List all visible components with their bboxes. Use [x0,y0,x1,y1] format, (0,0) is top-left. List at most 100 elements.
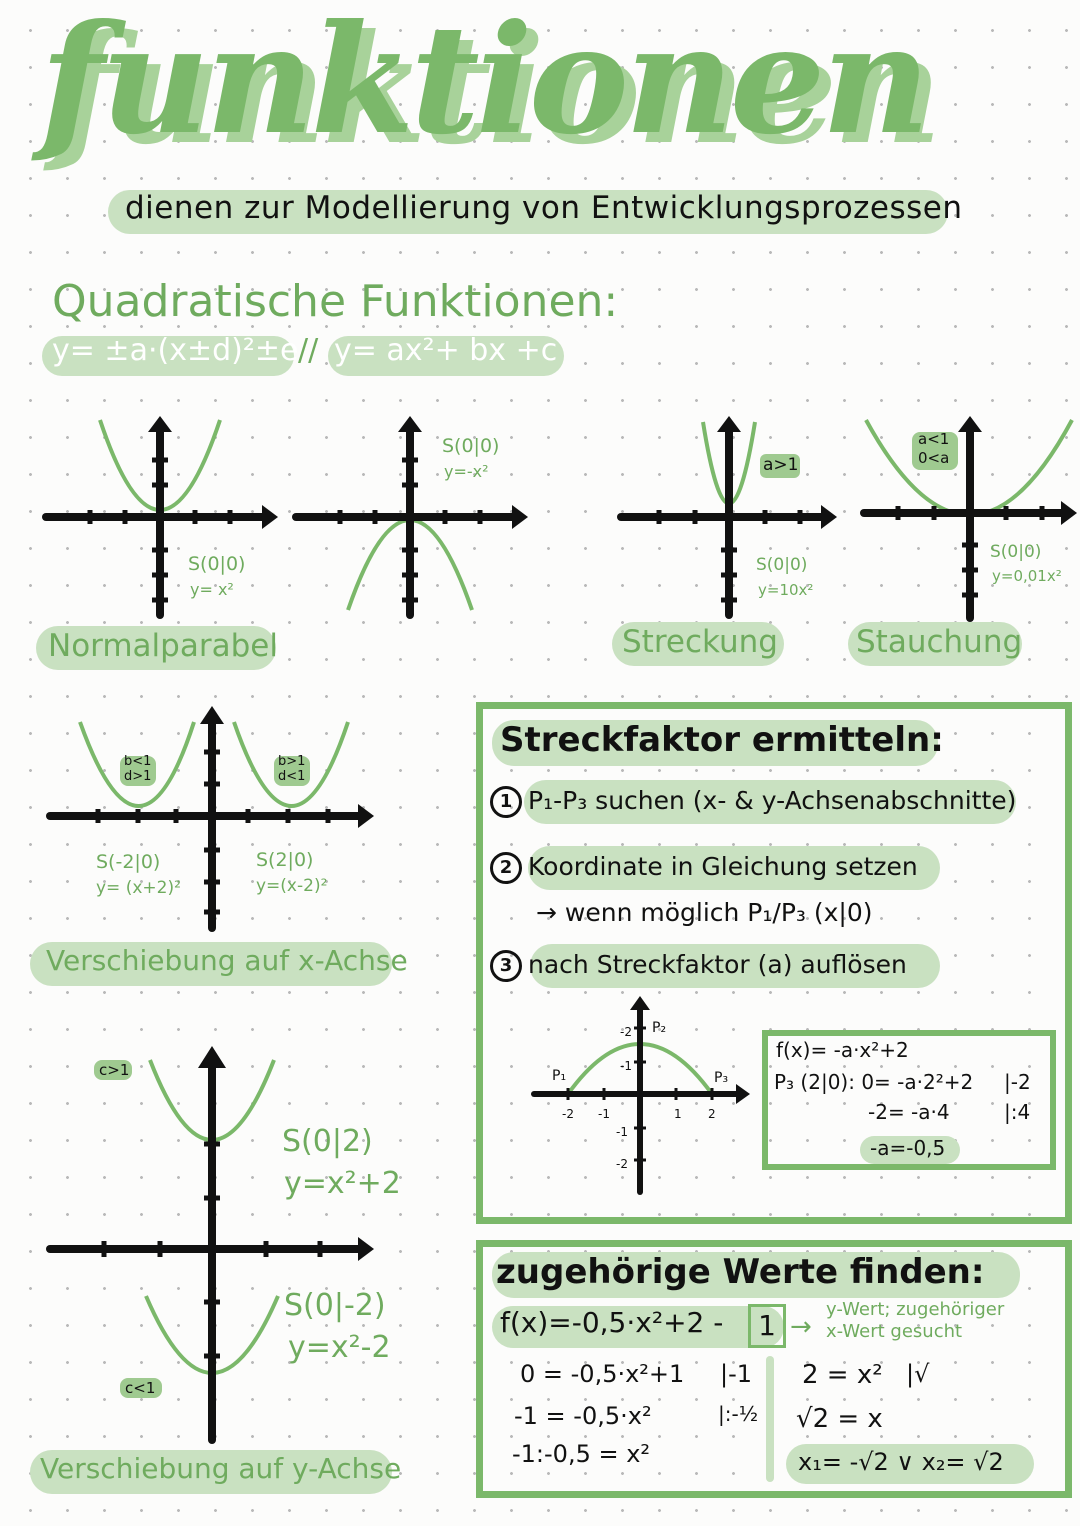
compress-equation: y=0,01x² [992,567,1062,585]
values-box [476,1240,1072,1498]
step-highlight [530,944,940,988]
shift-y-top-cond: c>1 [99,1061,130,1079]
graph-stretch [617,416,837,619]
step-2-number: 2 [490,852,522,884]
compress-vertex: S(0|0) [990,542,1042,562]
shift-x-left-cond-2: d>1 [124,769,152,784]
step-highlight [524,780,1016,824]
tick-x-minus-2: -2 [562,1107,574,1121]
label-highlight [36,626,276,670]
condition-highlight [120,1378,162,1398]
title-highlight [492,720,938,766]
values-line-2: -1 = -0,5·x² [514,1402,652,1430]
step-3-text: nach Streckfaktor (a) auflösen [528,950,907,979]
formula-highlight-vertex [42,336,294,376]
point-p3: P₃ [714,1070,729,1086]
tick-y-minus-2: -2 [616,1157,628,1171]
negative-equation: y=-x² [444,462,489,481]
boxed-y-value: 1 [748,1304,786,1348]
shift-x-right-vertex: S(2|0) [256,849,314,871]
result-highlight [860,1136,960,1164]
section-heading-quadratic: Quadratische Funktionen: [52,276,619,327]
arrow-icon: → [790,1312,812,1342]
label-highlight [848,622,1022,666]
label-shift-y: Verschiebung auf y-Achse [40,1452,402,1485]
calc-line-2: P₃ (2|0): 0= -a·2²+2 [774,1070,974,1094]
values-right-1-op: |√ [906,1360,930,1388]
graph-normal-parabola [42,416,278,619]
shift-x-left-equation: y= (x+2)² [96,878,181,898]
point-p1: P₁ [552,1068,567,1084]
graph-negative-parabola [292,416,528,619]
values-right-1: 2 = x² [802,1360,883,1390]
values-line-2-op: |:-½ [718,1402,759,1426]
formula-separator: // [298,333,319,368]
tick-y-2: -2 [620,1025,632,1039]
values-note-1: y-Wert; zugehöriger [826,1299,1005,1320]
values-line-3: -1:-0,5 = x² [512,1440,651,1468]
tick-y-1: -1 [620,1059,632,1073]
normal-equation: y= x² [190,580,234,599]
shift-y-bottom-equation: y=x²-2 [288,1330,391,1365]
calc-result: -a=-0,5 [870,1136,946,1160]
step-1-number: 1 [490,786,522,818]
condition-highlight [760,454,800,478]
step-2-sub: → wenn möglich P₁/P₃ (x|0) [536,898,873,927]
condition-highlight [120,756,156,786]
stretch-vertex: S(0|0) [756,555,808,575]
values-result: x₁= -√2 ∨ x₂= √2 [798,1448,1004,1476]
label-stauchung: Stauchung [856,624,1023,660]
calc-line-1: f(x)= -a·x²+2 [776,1038,909,1062]
step-1-text: P₁-P₃ suchen (x- & y-Achsenabschnitte) [528,786,1017,815]
label-highlight [30,942,392,986]
label-highlight [30,1450,392,1494]
tick-x-minus-1: -1 [598,1107,610,1121]
shift-y-top-vertex: S(0|2) [282,1124,373,1159]
page-title: funktionen [40,0,930,168]
shift-y-bottom-vertex: S(0|-2) [284,1288,386,1323]
shift-x-right-cond-2: d<1 [278,769,306,784]
graph-shift-y [46,1046,374,1444]
formula-highlight-general [328,336,564,376]
values-right-2: √2 = x [796,1404,883,1434]
compress-condition-1: a<1 [918,430,950,448]
subtitle: dienen zur Modellierung von Entwicklungs… [125,190,963,226]
tick-y-minus-1: -1 [616,1125,628,1139]
label-normalparabel: Normalparabel [48,628,278,664]
step-2-text: Koordinate in Gleichung setzen [528,852,918,881]
calc-line-3-op: |:4 [1004,1100,1031,1124]
negative-vertex: S(0|0) [442,435,500,457]
condition-highlight [274,756,310,786]
values-line-1-op: |-1 [720,1360,753,1388]
shift-x-left-cond-1: b<1 [124,754,152,769]
point-p2: P₂ [652,1020,667,1036]
divider [766,1356,774,1482]
shift-x-left-vertex: S(-2|0) [96,851,161,873]
shift-y-top-equation: y=x²+2 [284,1166,401,1201]
condition-highlight [912,432,958,470]
label-highlight [612,622,784,666]
step-highlight [528,846,940,890]
tick-x-2: 2 [708,1107,716,1121]
equation-highlight [492,1306,784,1348]
graph-compress [860,416,1077,622]
shift-x-right-equation: y=(x-2)² [256,876,328,896]
stretch-factor-title: Streckfaktor ermitteln: [500,720,944,760]
calculation-box [762,1030,1056,1170]
condition-highlight [94,1060,132,1080]
compress-condition-2: 0<a [918,449,950,467]
stretch-condition: a>1 [763,455,799,475]
values-note-2: x-Wert gesucht [826,1321,963,1342]
values-title: zugehörige Werte finden: [496,1252,985,1292]
page-title-shadow: funktionen [52,2,942,178]
values-line-1: 0 = -0,5·x²+1 [520,1360,685,1388]
tick-x-1: 1 [674,1107,682,1121]
graph-example-parabola [531,996,750,1195]
values-equation: f(x)=-0,5·x²+2 - [500,1306,724,1339]
shift-x-right-cond-1: b>1 [278,754,306,769]
graph-shift-x [46,706,374,932]
stretch-equation: y=10x² [758,581,814,599]
